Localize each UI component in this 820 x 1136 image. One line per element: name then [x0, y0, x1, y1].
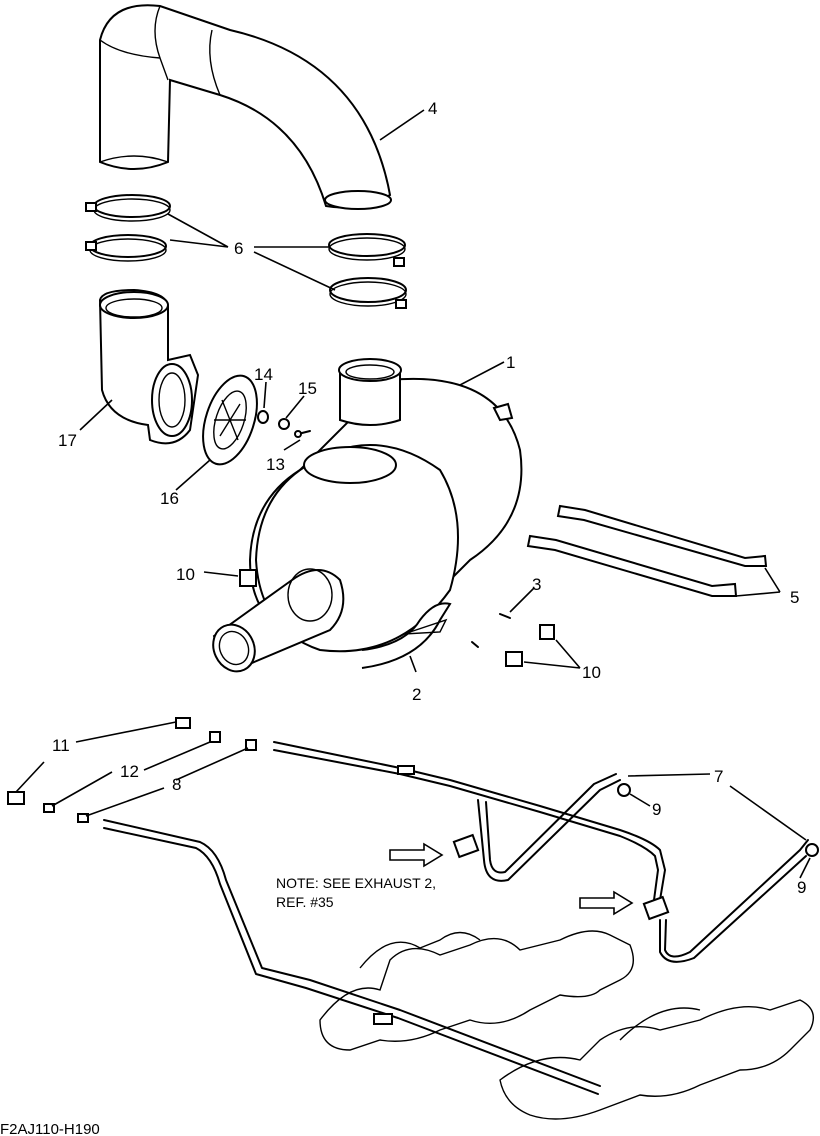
fittings-parts-8-11-12 [7, 717, 257, 823]
direction-arrow-left [389, 842, 444, 868]
callout-2: 2 [412, 685, 421, 704]
vent-lines-part-7 [103, 741, 819, 1095]
callout-9a: 9 [652, 800, 661, 819]
clips-part-10 [239, 569, 555, 667]
callout-11: 11 [52, 736, 70, 755]
callout-10a: 10 [176, 565, 195, 584]
bolt-part-3 [471, 613, 511, 648]
callout-5: 5 [790, 588, 799, 607]
hose-clamps-part-6 [85, 194, 407, 309]
gasket-part-16 [202, 374, 258, 466]
callout-4: 4 [428, 99, 437, 118]
direction-arrow-right [579, 890, 634, 916]
callout-9b: 9 [797, 878, 806, 897]
callout-3: 3 [532, 575, 541, 594]
callout-8: 8 [172, 775, 181, 794]
hardware-parts-13-14-15 [257, 410, 311, 438]
callout-15: 15 [298, 379, 317, 398]
callout-10b: 10 [582, 663, 601, 682]
direction-arrows [389, 842, 634, 916]
callout-14: 14 [254, 365, 273, 384]
elbow-part-17 [98, 288, 200, 445]
intake-duct-part-4 [99, 4, 392, 210]
callout-1: 1 [506, 353, 515, 372]
air-cleaner-part-1 [212, 358, 523, 673]
exhaust-manifolds [319, 930, 814, 1120]
callout-6: 6 [234, 239, 243, 258]
note-line-1: NOTE: SEE EXHAUST 2, [276, 875, 436, 891]
callout-13: 13 [266, 455, 285, 474]
bracket-part-2 [361, 602, 452, 669]
callout-17: 17 [58, 431, 77, 450]
callout-12: 12 [120, 762, 139, 781]
callout-7: 7 [714, 767, 723, 786]
figure-id: F2AJ110-H190 [0, 1121, 100, 1136]
callout-16: 16 [160, 489, 179, 508]
callout-labels: 1 2 3 4 5 6 7 8 9 9 10 10 11 12 13 14 15… [52, 99, 806, 897]
straps-part-5 [526, 504, 768, 597]
leader-lines [15, 109, 811, 879]
note-block: NOTE: SEE EXHAUST 2, REF. #35 [276, 875, 436, 910]
note-line-2: REF. #35 [276, 894, 334, 910]
